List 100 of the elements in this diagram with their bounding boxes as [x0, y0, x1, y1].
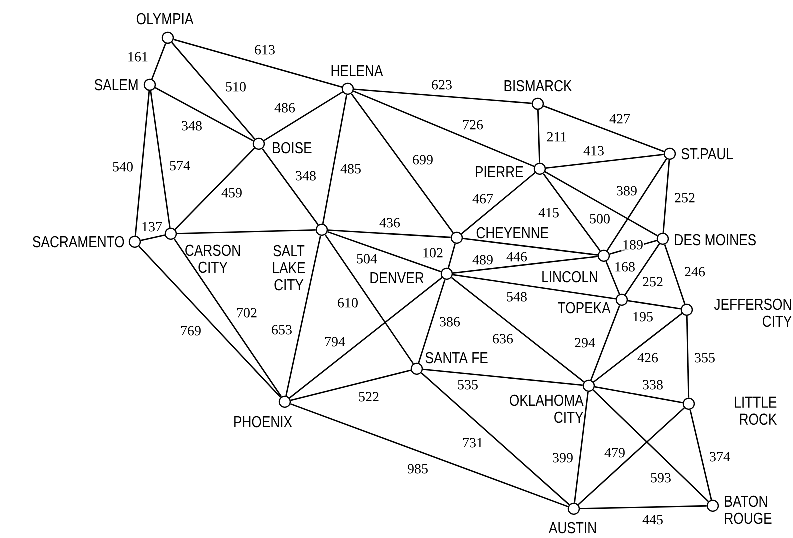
- city-label: LINCOLN: [542, 271, 598, 283]
- connector-line: [606, 261, 620, 295]
- city-label: PIERRE: [476, 166, 524, 178]
- distance-label: 348: [180, 120, 204, 132]
- distance-label: 574: [168, 160, 192, 172]
- city-label: LITTLE ROCK: [735, 396, 778, 426]
- distance-label: 613: [254, 44, 276, 56]
- city-label: SALT LAKE CITY: [273, 245, 306, 291]
- connector-line: [138, 246, 282, 398]
- distance-label: 294: [574, 337, 596, 349]
- distance-label: 374: [708, 451, 732, 463]
- distance-label: 548: [506, 291, 528, 303]
- connector-line: [290, 403, 569, 508]
- city-label: HELENA: [332, 66, 384, 76]
- connector-line: [174, 148, 256, 230]
- connector-line: [140, 234, 166, 242]
- distance-label: 413: [582, 145, 606, 157]
- connector-line: [264, 92, 344, 142]
- distance-label: 769: [180, 325, 202, 337]
- distance-label: 535: [456, 379, 480, 391]
- distance-label: 246: [684, 266, 706, 278]
- distance-label: 500: [588, 213, 612, 225]
- distance-label: 102: [422, 247, 444, 259]
- distance-label: 985: [406, 463, 430, 475]
- city-label: SACRAMENTO: [33, 236, 124, 248]
- distance-label: 653: [270, 324, 294, 336]
- distance-label: 445: [642, 514, 664, 526]
- connector-line: [134, 91, 150, 236]
- distance-label: 485: [340, 163, 362, 175]
- distance-label: 731: [462, 437, 484, 449]
- city-label: JEFFERSON CITY: [714, 298, 792, 328]
- connector-line: [538, 110, 540, 163]
- distance-label: 386: [438, 316, 462, 328]
- connector-line: [461, 172, 536, 235]
- connector-line: [423, 368, 583, 386]
- connector-line: [606, 158, 668, 252]
- city-label: PHOENIX: [234, 416, 292, 428]
- distance-label: 168: [614, 261, 636, 273]
- distance-label: 426: [636, 352, 660, 364]
- city-label: BOISE: [273, 142, 312, 154]
- distance-label: 161: [126, 51, 150, 63]
- city-label: OLYMPIA: [136, 13, 194, 25]
- distance-label: 252: [642, 276, 664, 288]
- connector-line: [462, 238, 598, 256]
- distance-label: 252: [674, 192, 696, 204]
- connector-line: [628, 300, 682, 310]
- city-label: DES MOINES: [675, 234, 756, 246]
- city-label: AUSTIN: [548, 522, 596, 534]
- distance-label: 427: [608, 113, 632, 125]
- distance-label: 467: [472, 193, 494, 205]
- distance-label: 415: [538, 207, 560, 219]
- distance-label: 486: [274, 102, 296, 114]
- connector-line: [421, 372, 570, 506]
- connector-line: [290, 370, 412, 402]
- connector-line: [543, 174, 601, 252]
- city-label: SALEM: [94, 79, 138, 91]
- distance-label: 436: [378, 217, 402, 229]
- distance-label: 636: [492, 333, 514, 345]
- connector-line: [546, 154, 664, 169]
- distance-label: 504: [356, 253, 378, 265]
- connector-line: [592, 390, 710, 502]
- connector-line: [574, 392, 589, 504]
- city-label: OKLAHOMA CITY: [510, 394, 584, 424]
- connector-line: [177, 229, 316, 235]
- city-label: TOPEKA: [558, 302, 611, 314]
- distance-label: 702: [236, 307, 258, 319]
- connector-line: [451, 277, 585, 383]
- connector-line: [590, 305, 620, 381]
- distance-label: 726: [462, 119, 484, 131]
- distance-label: 195: [632, 311, 654, 323]
- connector-line: [690, 410, 712, 500]
- connector-line: [593, 313, 683, 383]
- connector-line: [353, 90, 535, 168]
- distance-label: 522: [358, 391, 380, 403]
- city-label: BATON ROUGE: [725, 496, 772, 524]
- connector-line: [662, 160, 670, 233]
- connector-line: [289, 277, 443, 399]
- distance-label: 189: [622, 239, 644, 251]
- connector-line: [155, 87, 254, 142]
- connector-line: [171, 42, 256, 140]
- connector-line: [543, 106, 665, 152]
- connector-line: [174, 39, 342, 88]
- connector-line: [624, 244, 660, 296]
- connector-line: [324, 234, 414, 364]
- distance-label: 699: [412, 154, 434, 166]
- connector-line: [328, 230, 451, 238]
- connector-line: [580, 505, 707, 510]
- city-label: SANTA FE: [426, 352, 488, 364]
- city-label: CARSON CITY: [186, 244, 240, 274]
- distance-label: 610: [336, 297, 360, 309]
- connector-line: [286, 236, 322, 396]
- distance-label: 479: [604, 447, 626, 459]
- connector-line: [351, 94, 454, 234]
- city-label: BISMARCK: [504, 80, 572, 92]
- distance-label: 794: [324, 336, 346, 348]
- distance-label: 446: [506, 251, 528, 263]
- distance-label: 489: [472, 254, 494, 266]
- connector-line: [664, 244, 686, 304]
- distance-label: 137: [140, 221, 164, 233]
- connector-line: [448, 244, 456, 268]
